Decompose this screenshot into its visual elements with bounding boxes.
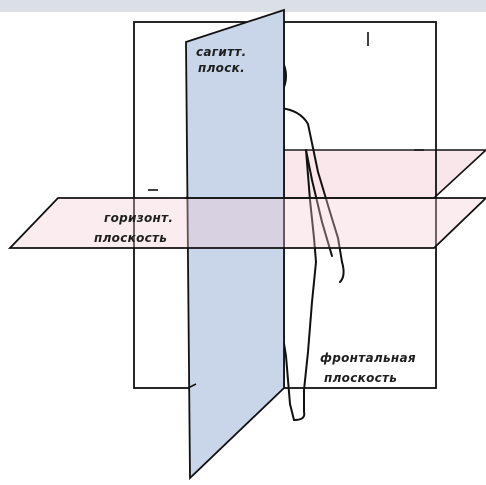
horizontal-plane-front bbox=[10, 198, 486, 248]
horizontal-label-line-2: плоскость bbox=[94, 231, 167, 245]
sagittal-label-line-1: сагитт. bbox=[196, 45, 246, 59]
top-band bbox=[0, 0, 486, 12]
sagittal-label-line-2: плоск. bbox=[198, 61, 245, 75]
horizontal-label-line-1: горизонт. bbox=[104, 211, 173, 225]
frontal-label-line-2: плоскость bbox=[324, 371, 397, 385]
frontal-label-line-1: фронтальная bbox=[320, 351, 416, 365]
